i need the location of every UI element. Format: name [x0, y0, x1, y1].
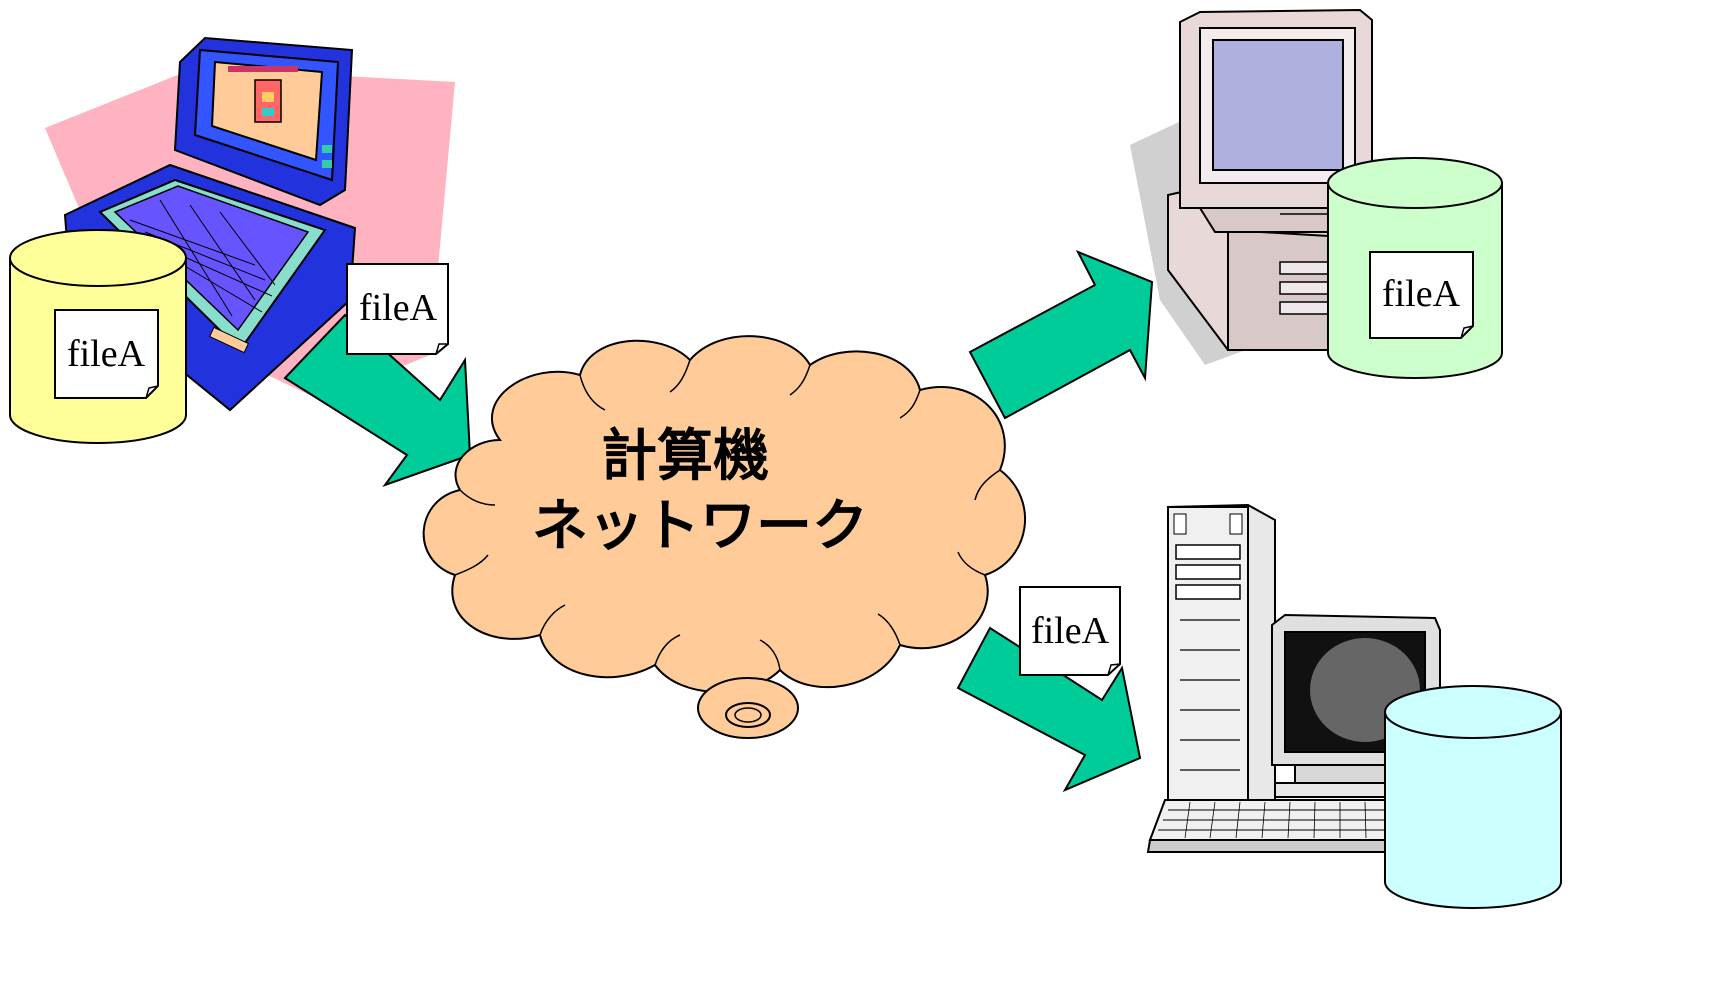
- arrow-icon: [968, 250, 1154, 420]
- tower-file-label: fileA: [1031, 610, 1110, 652]
- desktop-db-file-label: fileA: [1382, 273, 1461, 315]
- arrow-icon: [956, 626, 1142, 793]
- document-icon: fileA: [346, 263, 449, 355]
- document-icon: fileA: [1369, 251, 1474, 339]
- cloud-icon: 計算機 ネットワーク: [422, 335, 1026, 739]
- document-icon: fileA: [54, 309, 159, 399]
- laptop-db-file-label: fileA: [67, 333, 146, 375]
- upload-file-label: fileA: [359, 287, 438, 329]
- cloud-label-line1: 計算機: [601, 424, 769, 489]
- cloud-label-line2: ネットワーク: [532, 494, 868, 559]
- database-cyan: [1384, 685, 1562, 909]
- document-icon: fileA: [1019, 586, 1121, 676]
